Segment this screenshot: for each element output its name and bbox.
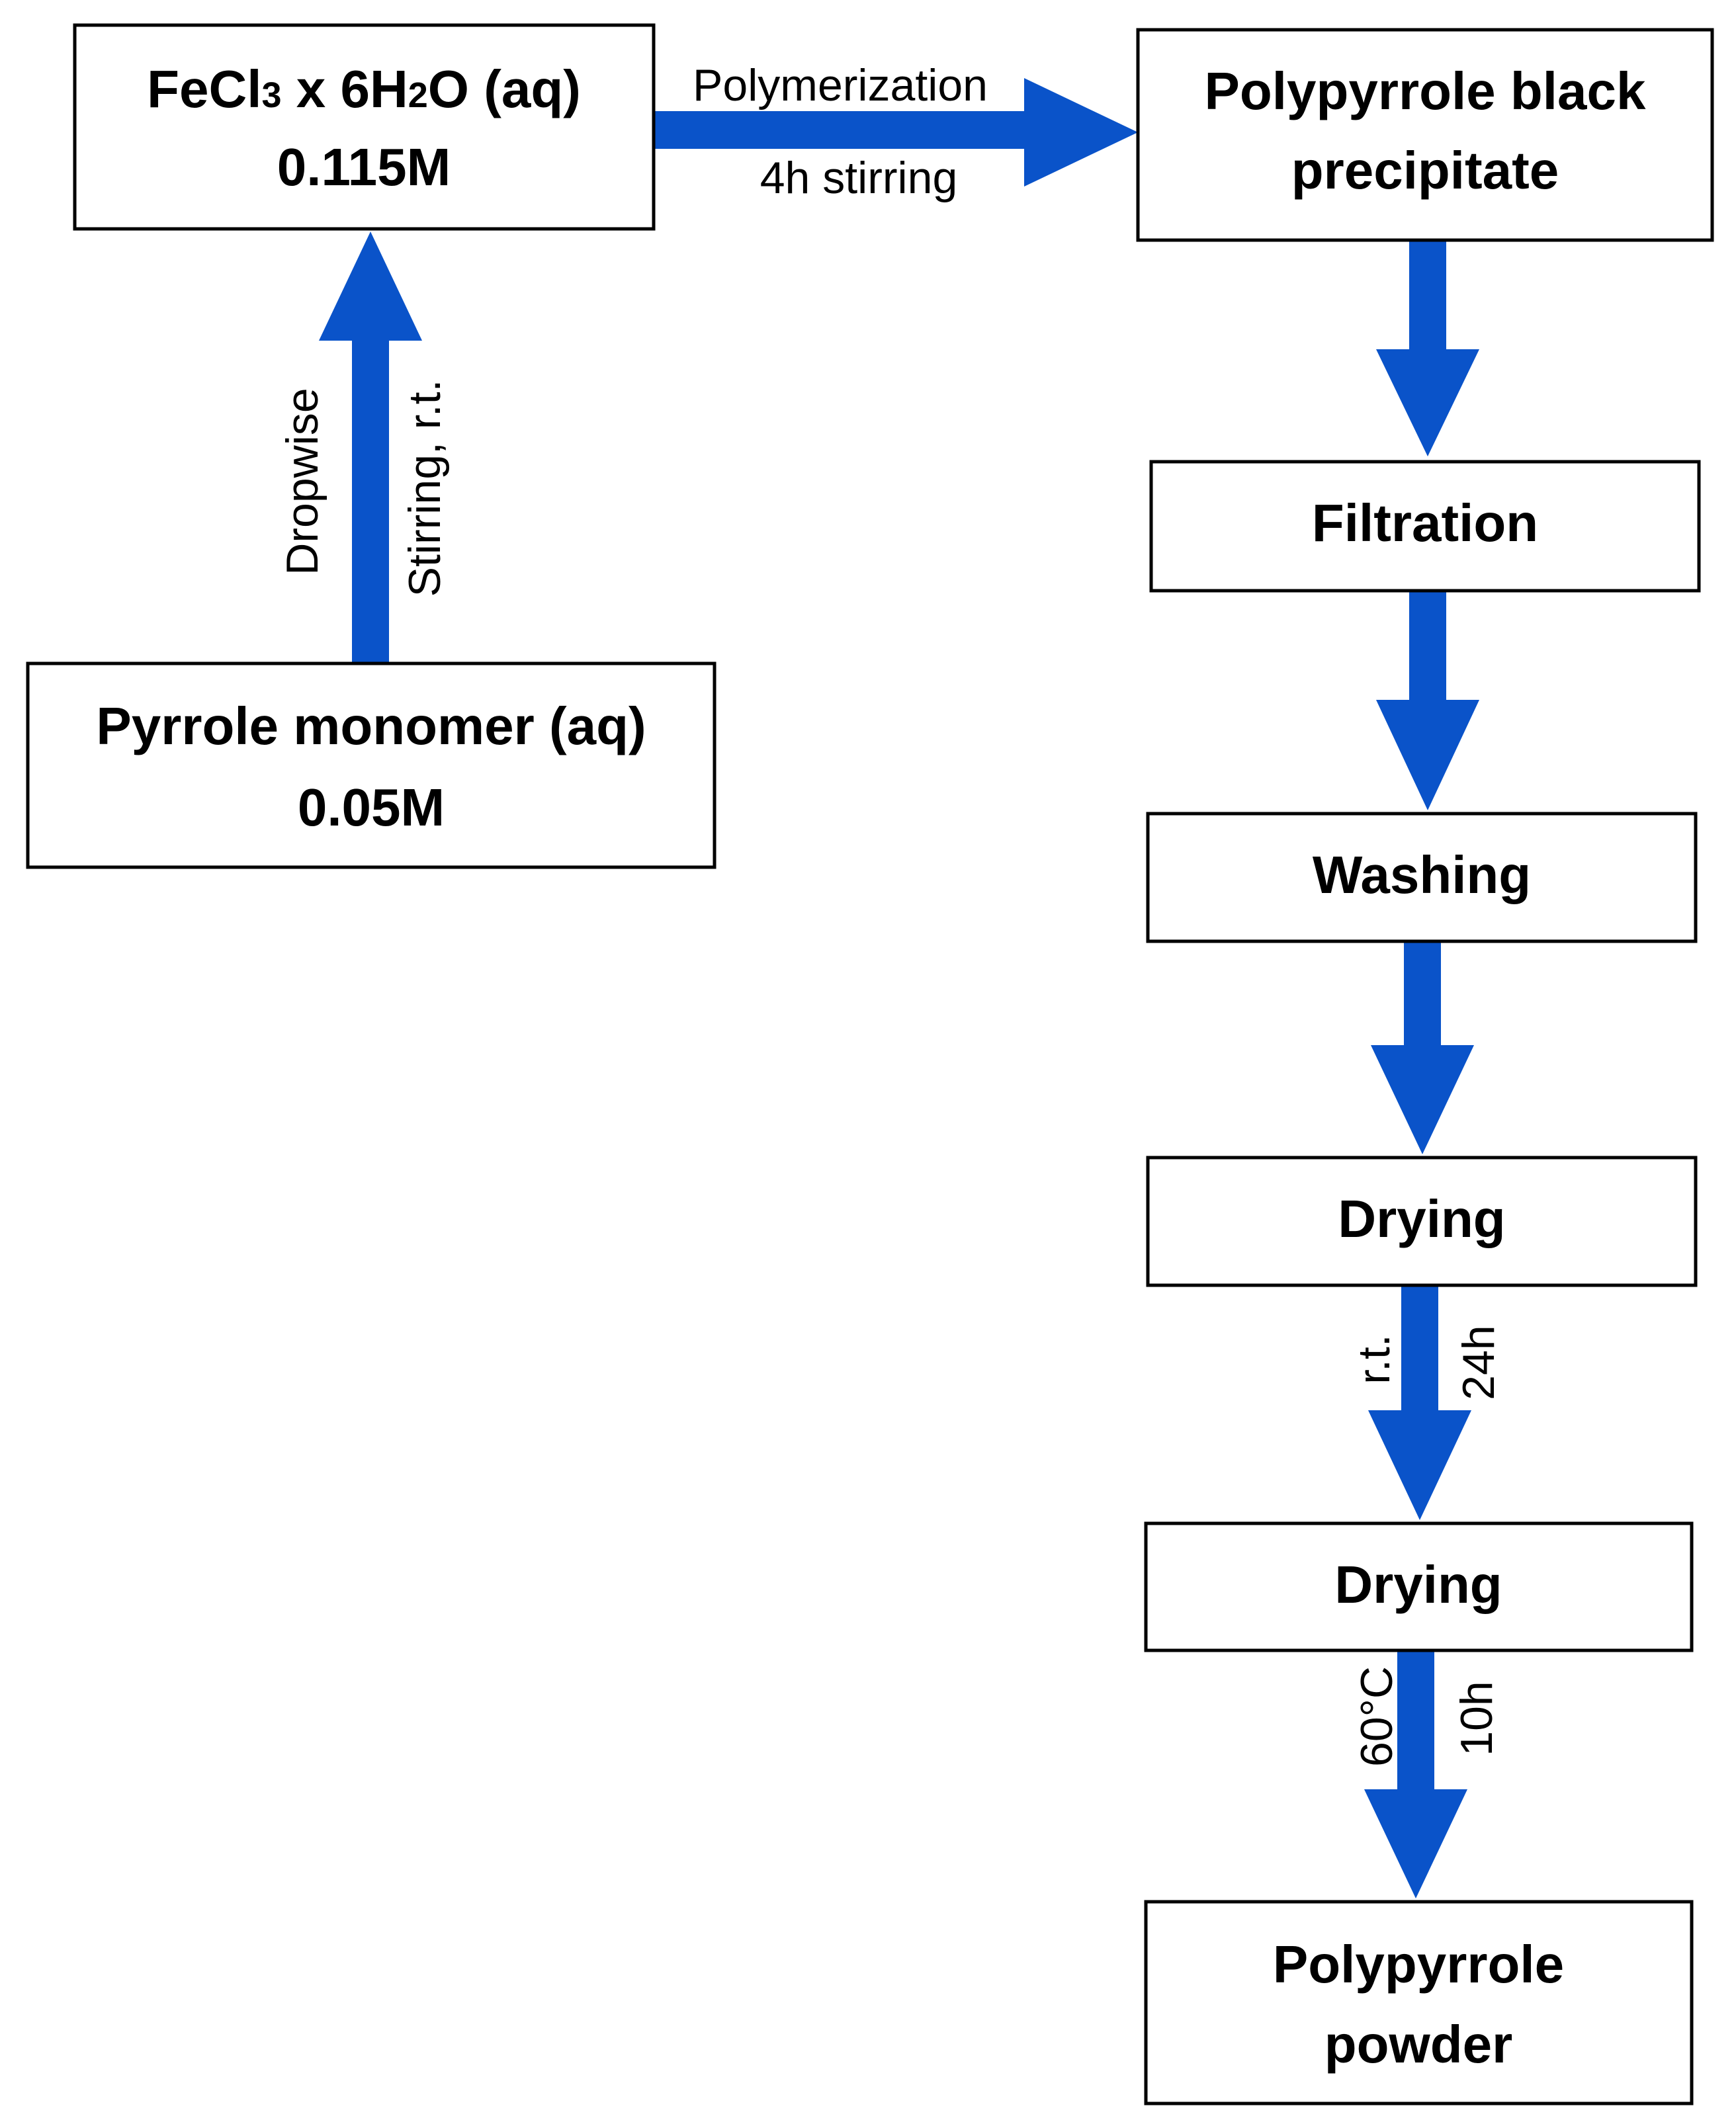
label-4h-stirring: 4h stirring: [760, 153, 958, 203]
powder-line2: powder: [1324, 2015, 1512, 2074]
label-stirring-rt: Stirring, r.t.: [400, 380, 450, 597]
arrow-pyrrole-to-fecl3: [319, 232, 422, 663]
washing-label: Washing: [1313, 845, 1531, 904]
precipitate-line1: Polypyrrole black: [1205, 62, 1646, 120]
filtration-box: [1149, 460, 1701, 593]
label-dropwise: Dropwise: [277, 388, 327, 575]
arrow-filtration-to-washing: [1376, 591, 1479, 810]
pyrrole-concentration: 0.05M: [298, 778, 445, 837]
drying2-label: Drying: [1334, 1555, 1502, 1614]
drying1-box: [1146, 1156, 1698, 1287]
fecl3-concentration: 0.115M: [277, 138, 451, 196]
label-drying2-10h: 10h: [1452, 1681, 1502, 1756]
label-polymerization: Polymerization: [693, 60, 988, 110]
pyrrole-box: [26, 661, 716, 869]
precipitate-box: [1136, 28, 1714, 242]
filtration-label: Filtration: [1312, 493, 1538, 552]
precipitate-line2: precipitate: [1291, 141, 1559, 200]
pyrrole-title: Pyrrole monomer (aq): [96, 697, 646, 755]
label-drying2-60c: 60°C: [1352, 1666, 1402, 1767]
drying1-label: Drying: [1338, 1189, 1505, 1248]
arrow-drying2-to-powder: [1364, 1650, 1467, 1898]
drying2-box: [1144, 1521, 1694, 1652]
label-drying1-rt: r.t.: [1349, 1334, 1399, 1384]
powder-line1: Polypyrrole: [1273, 1935, 1564, 1994]
fecl3-formula: FeCl3 x 6H2O (aq): [147, 60, 581, 118]
arrow-drying1-to-drying2: [1368, 1285, 1471, 1520]
arrow-washing-to-drying1: [1371, 941, 1474, 1154]
washing-box: [1146, 812, 1698, 943]
arrow-fecl3-to-precipitate: [654, 78, 1138, 187]
arrow-precipitate-to-filtration: [1376, 240, 1479, 456]
fecl3-box: [73, 23, 656, 231]
label-drying1-24h: 24h: [1454, 1325, 1504, 1400]
powder-box: [1144, 1900, 1694, 2105]
